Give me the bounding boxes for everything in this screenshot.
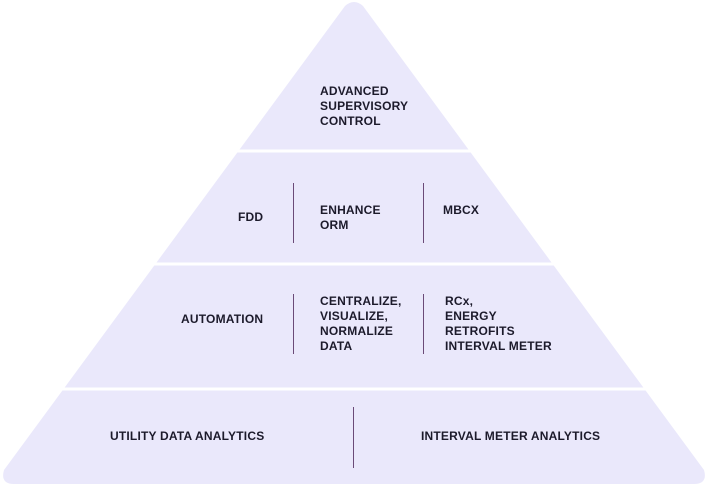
tier4-left-text: UTILITY DATA ANALYTICS bbox=[110, 429, 265, 443]
tier2-divider-left bbox=[293, 183, 294, 243]
tier2-right-text: MBCX bbox=[443, 203, 480, 217]
pyramid-fill bbox=[3, 2, 705, 484]
tier3-right-text: RCx, ENERGY RETROFITS INTERVAL METER bbox=[445, 294, 552, 353]
tier3-center-text: CENTRALIZE, VISUALIZE, NORMALIZE DATA bbox=[320, 294, 402, 353]
tier2-label: FDD bbox=[238, 210, 264, 224]
tier2-divider-right bbox=[423, 183, 424, 243]
tier3-label: AUTOMATION bbox=[181, 312, 264, 326]
tier4-divider bbox=[353, 407, 354, 468]
tier2-center-text: ENHANCE ORM bbox=[320, 203, 381, 232]
tier4-right-text: INTERVAL METER ANALYTICS bbox=[421, 429, 601, 443]
tier1-text: ADVANCED SUPERVISORY CONTROL bbox=[320, 84, 409, 128]
tier3-divider-left bbox=[293, 294, 294, 354]
tier3-divider-right bbox=[423, 294, 424, 354]
